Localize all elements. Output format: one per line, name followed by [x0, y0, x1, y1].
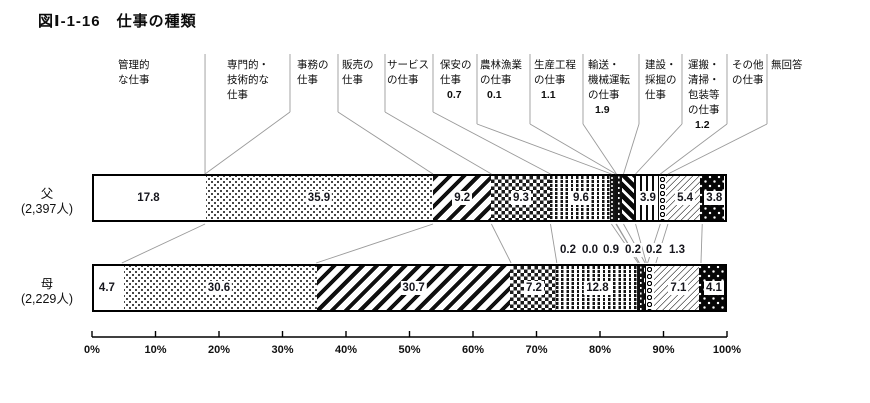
segment-value-label: 4.7 — [96, 281, 117, 295]
segment-value-label: 3.9 — [637, 191, 658, 205]
category-father-value: 0.7 — [447, 89, 462, 101]
chart-line — [476, 123, 612, 175]
mother-stacked-bar — [92, 264, 727, 312]
father-sample-count: (2,397人) — [20, 202, 74, 216]
category-label-サービスの仕事: サービス の仕事 — [387, 59, 429, 86]
bar-segment-保安の仕事 — [636, 266, 638, 310]
segment-value-label: 5.4 — [675, 191, 696, 205]
chart-line — [491, 223, 512, 264]
chart-title: 図Ⅰ-1-16 仕事の種類 — [38, 13, 197, 30]
segment-value-label: 0.9 — [602, 243, 620, 257]
bar-segment-サービスの仕事 — [549, 176, 611, 220]
father-stacked-bar — [92, 174, 727, 222]
axis-tick-label: 100% — [712, 344, 742, 356]
father-row-label: 父 (2,397人) — [4, 187, 90, 217]
category-father-value: 1.2 — [695, 119, 710, 131]
bar-segment-農林漁業の仕事 — [614, 176, 616, 220]
axis-tick-label: 10% — [144, 344, 167, 356]
axis-tick-label: 30% — [271, 344, 294, 356]
chart-line — [635, 123, 683, 175]
axis-tick-label: 70% — [525, 344, 548, 356]
category-father-value: 0.1 — [487, 89, 502, 101]
father-series-name: 父 — [40, 187, 54, 201]
chart-line — [623, 123, 640, 175]
axis-tick-label: 40% — [334, 344, 358, 356]
chart-line — [316, 223, 434, 264]
segment-value-label: 4.1 — [703, 281, 724, 295]
bar-segment-生産工程の仕事 — [637, 266, 644, 310]
segment-value-label: 9.3 — [510, 191, 531, 205]
segment-value-label: 12.8 — [584, 281, 611, 295]
segment-value-label: 0.2 — [624, 243, 642, 257]
category-label-販売の仕事: 販売の 仕事 — [342, 59, 374, 86]
bar-segment-運搬・清掃・包装等の仕事 — [658, 176, 667, 220]
chart-line — [529, 123, 617, 175]
segment-value-label: 0.2 — [559, 243, 577, 257]
axis-tick-label: 0% — [84, 344, 100, 356]
bar-segment-輸送・機械運転の仕事 — [643, 266, 645, 310]
chart-line — [338, 0, 433, 112]
chart-line — [204, 111, 291, 175]
segment-value-label: 17.8 — [135, 191, 162, 205]
segment-value-label: 7.1 — [668, 281, 689, 295]
bar-segment-輸送・機械運転の仕事 — [622, 176, 635, 220]
segment-value-label: 35.9 — [305, 191, 333, 205]
category-label-管理的な仕事: 管理的 な仕事 — [118, 59, 150, 86]
category-father-value: 1.9 — [595, 104, 610, 116]
bar-segment-保安の仕事 — [610, 176, 615, 220]
category-label-無回答: 無回答 — [771, 59, 803, 71]
segment-value-label: 30.6 — [205, 281, 233, 295]
category-label-建設・採掘の仕事: 建設・ 採掘の 仕事 — [645, 59, 677, 101]
chart-line — [384, 111, 492, 175]
chart-line — [700, 223, 703, 264]
category-father-value: 1.1 — [541, 89, 556, 101]
bar-segment-運搬・清掃・包装等の仕事 — [646, 266, 655, 310]
category-label-事務の仕事: 事務の 仕事 — [297, 59, 329, 86]
chart-line — [337, 111, 434, 175]
segment-value-label: 30.7 — [400, 281, 427, 295]
segment-value-label: 1.3 — [668, 243, 686, 257]
chart-line — [121, 223, 206, 264]
segment-value-label: 9.2 — [452, 191, 473, 205]
category-label-その他の仕事: その他 の仕事 — [732, 59, 764, 86]
segment-value-label: 3.8 — [704, 191, 725, 205]
mother-series-name: 母 — [40, 277, 54, 291]
bar-segment-建設・採掘の仕事 — [644, 266, 647, 310]
mother-sample-count: (2,229人) — [20, 292, 74, 306]
segment-value-label: 9.6 — [570, 191, 591, 205]
bar-segment-生産工程の仕事 — [615, 176, 623, 220]
axis-tick-label: 60% — [461, 344, 485, 356]
chart-line — [432, 111, 551, 175]
chart-line — [385, 0, 491, 112]
chart-line — [550, 223, 558, 264]
bar-segment-専門的・技術的な仕事 — [123, 266, 317, 310]
chart-line — [582, 123, 617, 175]
axis-tick-label: 90% — [652, 344, 675, 356]
segment-value-label: 7.2 — [523, 281, 544, 295]
segment-value-label: 0.2 — [645, 243, 663, 257]
mother-row-label: 母 (2,229人) — [4, 277, 90, 307]
axis-tick-label: 50% — [398, 344, 421, 356]
category-label-専門的・技術的な仕事: 専門的・ 技術的な 仕事 — [227, 59, 269, 101]
axis-tick-label: 80% — [588, 344, 612, 356]
segment-value-label: 0.0 — [581, 243, 599, 257]
axis-tick-label: 20% — [207, 344, 231, 356]
